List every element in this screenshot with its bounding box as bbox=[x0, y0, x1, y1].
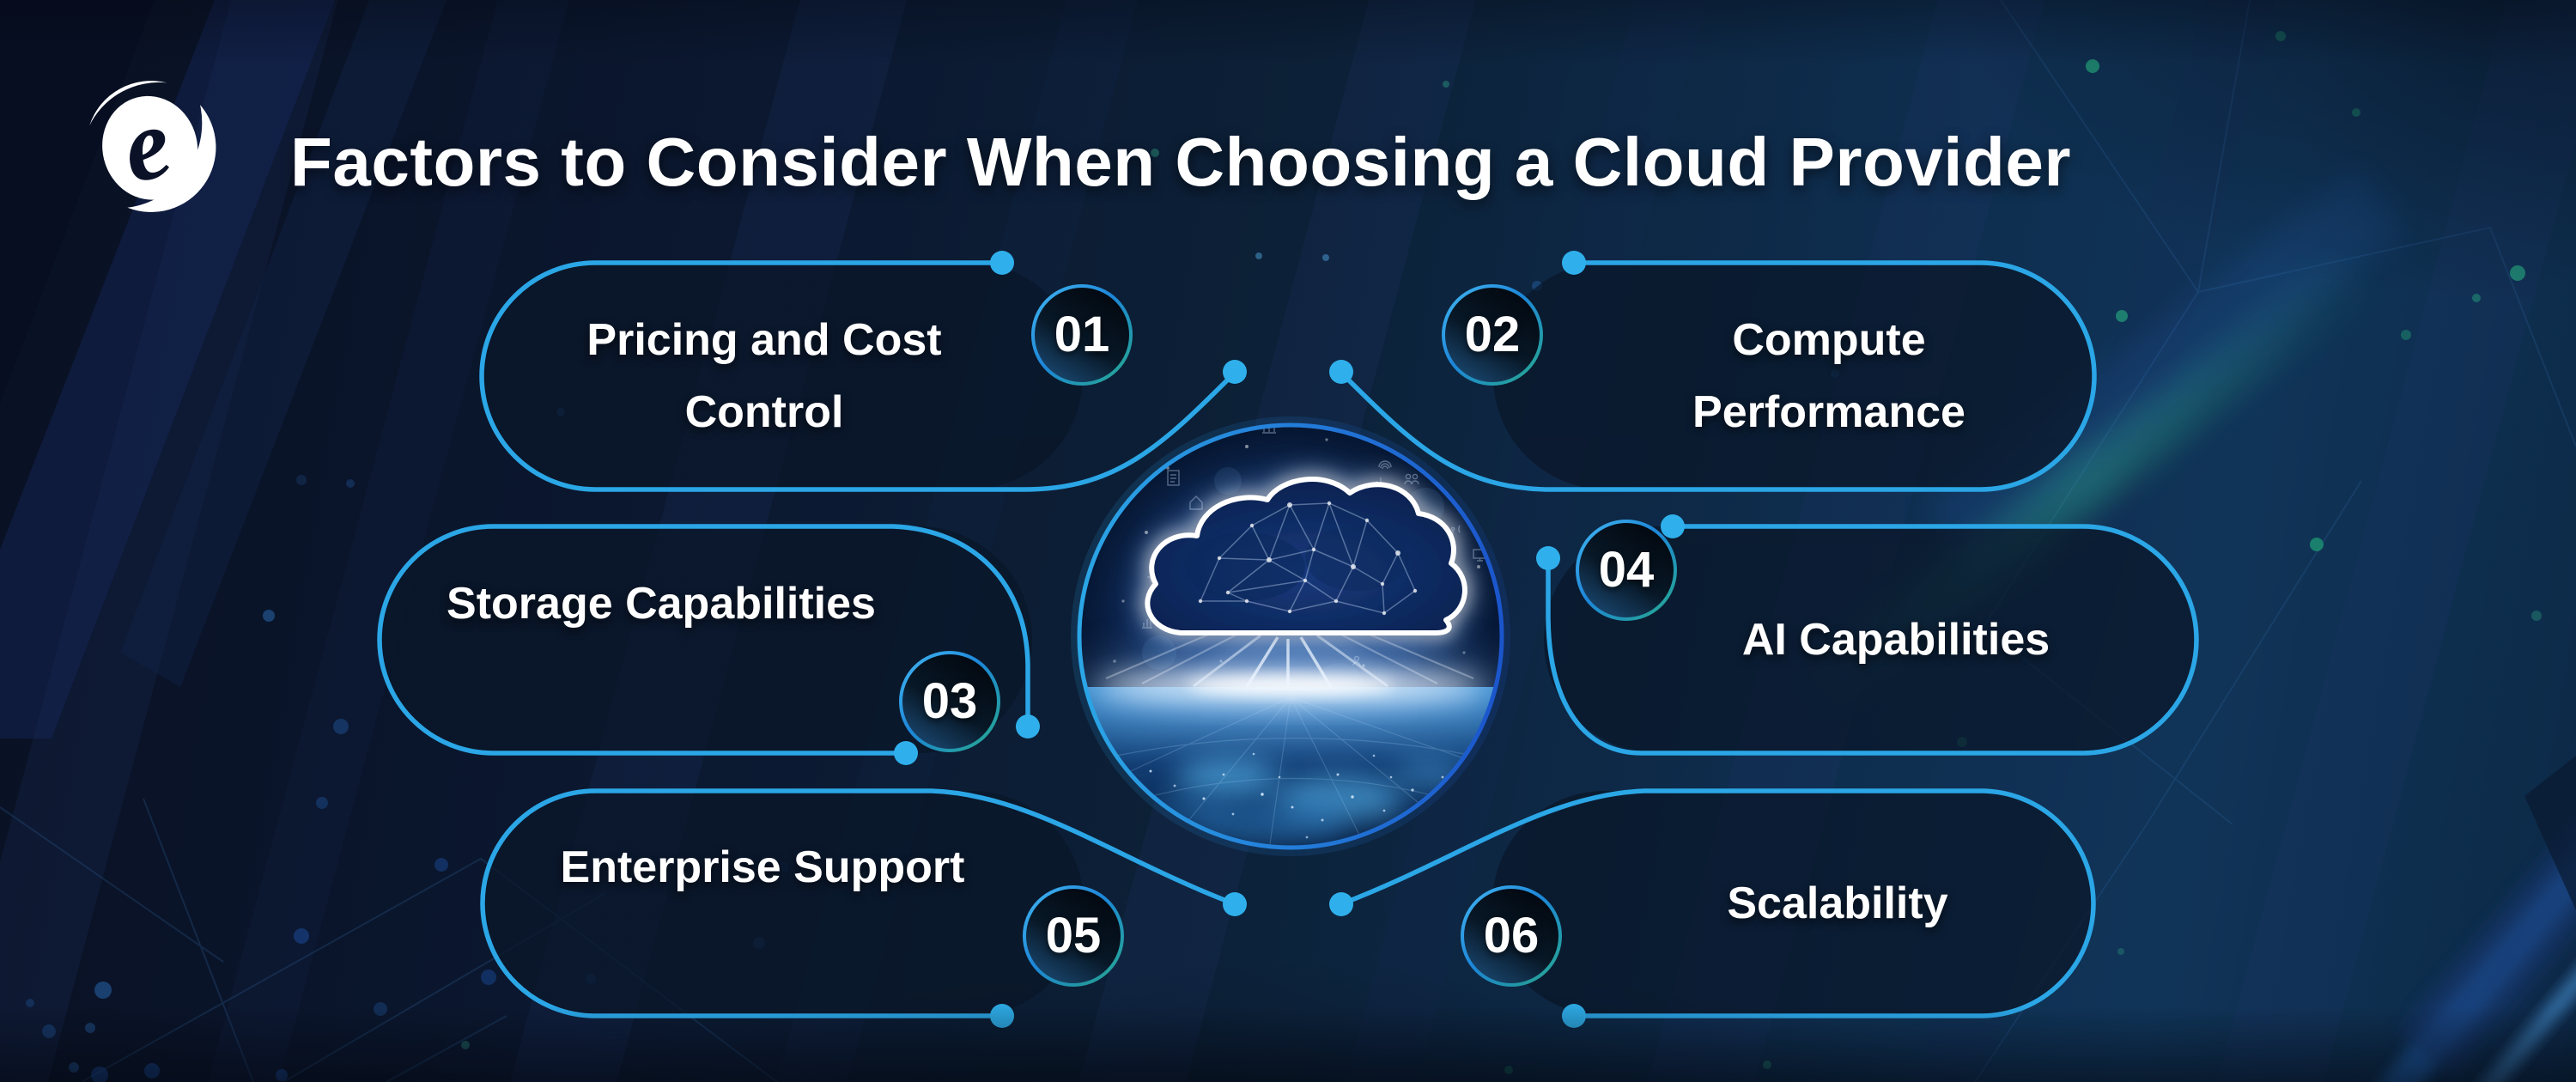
infographic-canvas: e Factors to Consider When Choosing a Cl… bbox=[0, 0, 2576, 1082]
vignette-overlay bbox=[0, 0, 2576, 1082]
